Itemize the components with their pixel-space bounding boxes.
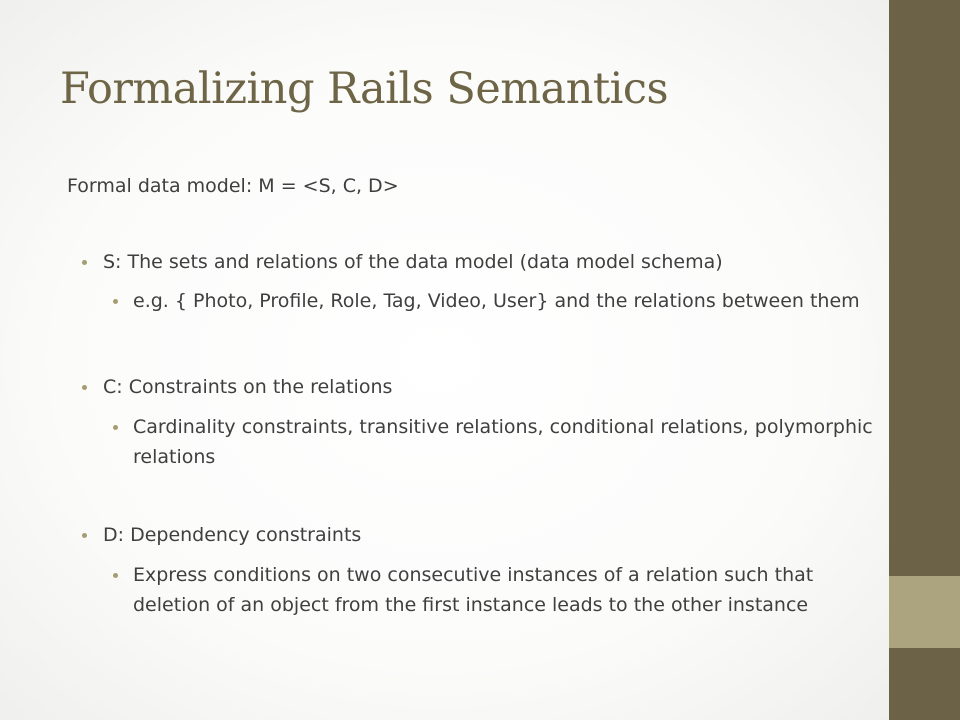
- sub-bullet-dot-icon: [113, 425, 118, 430]
- slide-title: Formalizing Rails Semantics: [60, 64, 669, 114]
- bullet-c-text: C: Constraints on the relations: [103, 376, 393, 398]
- sub-bullet-dot-icon: [113, 573, 118, 578]
- bullet-d: D: Dependency constraints: [82, 520, 863, 550]
- bullet-d-text: D: Dependency constraints: [103, 524, 362, 546]
- sub-bullet-s-text: e.g. { Photo, Profile, Role, Tag, Video,…: [133, 290, 860, 312]
- bullet-s-text: S: The sets and relations of the data mo…: [103, 251, 723, 273]
- sub-bullet-d-text: Express conditions on two consecutive in…: [133, 564, 814, 616]
- side-accent-block: [889, 576, 960, 648]
- bullet-dot-icon: [82, 260, 87, 265]
- sub-bullet-c: Cardinality constraints, transitive rela…: [113, 412, 873, 472]
- bullet-c: C: Constraints on the relations: [82, 372, 863, 402]
- bullet-dot-icon: [82, 385, 87, 390]
- sub-bullet-s: e.g. { Photo, Profile, Role, Tag, Video,…: [113, 286, 873, 316]
- sub-bullet-d: Express conditions on two consecutive in…: [113, 560, 873, 620]
- bullet-dot-icon: [82, 533, 87, 538]
- sub-bullet-dot-icon: [113, 299, 118, 304]
- intro-text: Formal data model: M = <S, C, D>: [67, 175, 399, 197]
- bullet-s: S: The sets and relations of the data mo…: [82, 247, 863, 277]
- sub-bullet-c-text: Cardinality constraints, transitive rela…: [133, 416, 873, 468]
